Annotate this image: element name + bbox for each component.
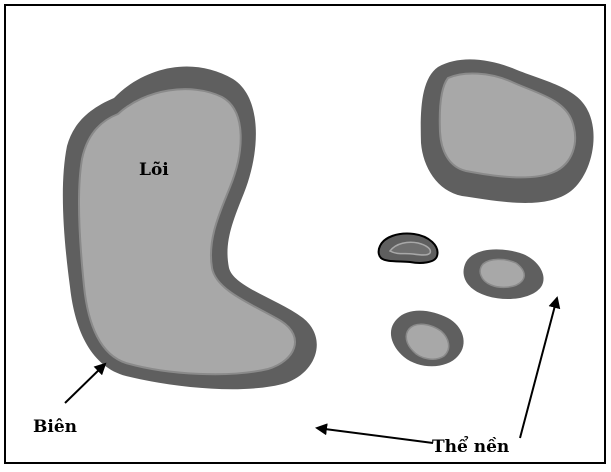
matrix-label: Thể nền xyxy=(432,437,509,457)
mid-right-patch-core xyxy=(480,259,524,287)
edge-label: Biên xyxy=(33,417,77,437)
core-label: Lõi xyxy=(139,160,169,180)
